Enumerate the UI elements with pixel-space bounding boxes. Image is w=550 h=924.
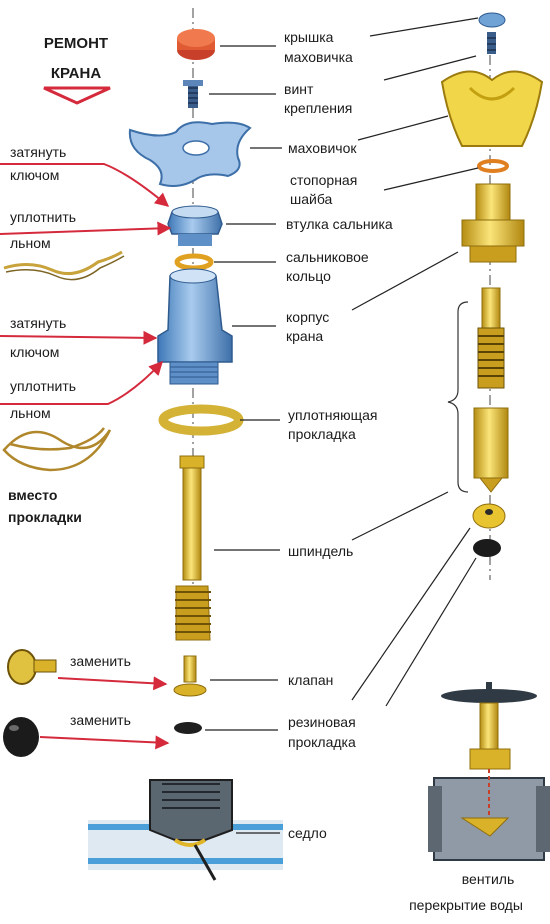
valve-caption-line-1: вентиль	[462, 871, 515, 887]
title-line-1: РЕМОНТ	[44, 35, 108, 52]
screw-part	[183, 80, 203, 108]
label-screw-line-1: винт	[284, 81, 314, 97]
label-gland-sleeve: втулка сальника	[286, 216, 393, 232]
title-line-2: КРАНА	[51, 65, 102, 82]
label-gland-ring-line-1: сальниковое	[286, 249, 369, 265]
seat-part	[88, 779, 283, 881]
part-labels: крышка маховичка винт крепления маховичо…	[284, 29, 393, 841]
red-arrows	[0, 163, 172, 750]
right-rubber-part	[473, 539, 501, 557]
label-gasket-line-2: прокладка	[288, 426, 356, 442]
label-spindle: шпиндель	[288, 543, 353, 559]
note-tighten-2-line-2: ключом	[10, 344, 59, 360]
body-part	[157, 268, 233, 385]
note-seal-1-line-1: уплотнить	[10, 209, 76, 225]
gland-ring-part	[174, 253, 214, 271]
note-replace-2: заменить	[70, 712, 131, 728]
title-block: РЕМОНТ КРАНА	[43, 35, 111, 105]
note-seal-2-line-2: льном	[10, 405, 51, 421]
label-screw-line-2: крепления	[284, 100, 352, 116]
label-seat: седло	[288, 825, 327, 841]
label-body-line-1: корпус	[286, 309, 329, 325]
spindle-part	[175, 455, 211, 641]
old-valve-drawing	[7, 649, 57, 685]
label-valve: клапан	[288, 672, 333, 688]
label-handwheel: маховичок	[288, 140, 357, 156]
label-lock-washer-line-2: шайба	[290, 191, 333, 207]
spindle-group-bracket	[447, 301, 469, 493]
valve-part	[173, 655, 207, 697]
right-lock-washer-part	[477, 159, 509, 173]
right-spindle-part	[473, 287, 509, 493]
note-replace-1: заменить	[70, 653, 131, 669]
gland-sleeve-part	[167, 205, 223, 246]
notes: затянуть ключом уплотнить льном затянуть…	[8, 144, 131, 728]
label-cap-line-2: маховичка	[284, 49, 353, 65]
right-cap-part	[478, 12, 506, 54]
label-lock-washer-line-1: стопорная	[290, 172, 357, 188]
leader-lines	[205, 17, 479, 834]
rubber-gasket-part	[174, 722, 202, 734]
note-tighten-2-line-1: затянуть	[10, 315, 66, 331]
note-tighten-1-line-2: ключом	[10, 167, 59, 183]
valve-caption-line-2: перекрытие воды	[409, 897, 523, 913]
title-triangle-icon	[43, 86, 111, 105]
old-rubber-drawing	[3, 717, 39, 757]
note-seal-1-line-2: льном	[10, 235, 51, 251]
right-valve-part	[472, 503, 506, 529]
flax-strand-1	[3, 250, 123, 276]
flax-strand-2	[5, 255, 125, 281]
note-tighten-1-line-1: затянуть	[10, 144, 66, 160]
label-rubber-gasket-line-1: резиновая	[288, 714, 356, 730]
cap-part	[177, 29, 215, 60]
note-instead-line-2: прокладки	[8, 509, 82, 525]
right-gland-part	[461, 183, 525, 263]
valve-caption: вентиль перекрытие воды	[409, 871, 523, 913]
gate-valve-drawing	[428, 682, 550, 861]
note-instead-line-1: вместо	[8, 487, 57, 503]
label-gland-ring-line-2: кольцо	[286, 268, 331, 284]
label-rubber-gasket-line-2: прокладка	[288, 734, 356, 750]
handwheel-part	[128, 121, 252, 187]
label-gasket-line-1: уплотняющая	[288, 407, 378, 423]
flax-bundle	[2, 427, 112, 472]
note-seal-2-line-1: уплотнить	[10, 378, 76, 394]
right-handwheel-part	[440, 70, 544, 147]
gasket-part	[158, 404, 244, 436]
label-body-line-2: крана	[286, 328, 323, 344]
label-cap-line-1: крышка	[284, 29, 334, 45]
